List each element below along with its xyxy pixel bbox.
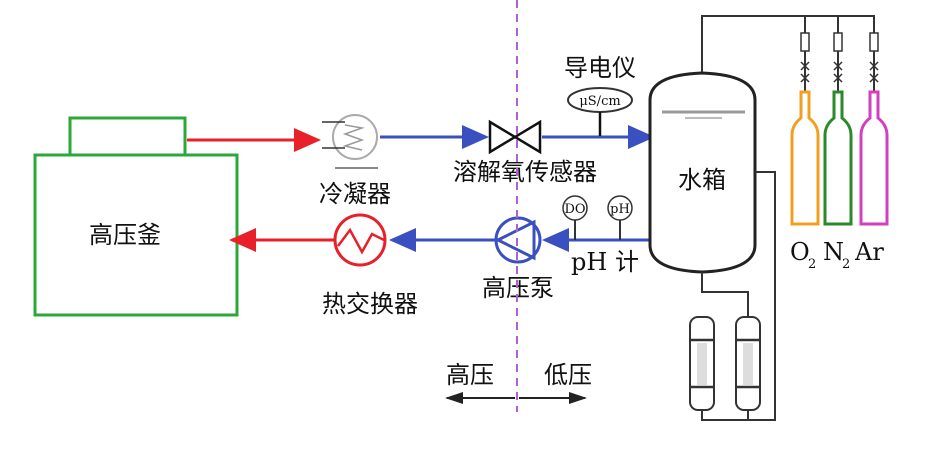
gas-cylinder-n2 xyxy=(823,16,853,226)
gas-label-n2-sub: 2 xyxy=(842,257,850,272)
gas-label-n2: N xyxy=(823,238,844,266)
condenser-label: 冷凝器 xyxy=(319,180,391,208)
heat-exchanger-label: 热交换器 xyxy=(322,290,418,318)
do-sensor-label: 溶解氧传感器 xyxy=(453,158,597,186)
valve-icon xyxy=(488,119,542,155)
gas-label-o2: O xyxy=(790,238,810,266)
regulator-icon xyxy=(833,32,843,52)
do-gauge: DO xyxy=(562,195,588,240)
gas-label-ar: Ar xyxy=(854,238,884,266)
condenser-icon xyxy=(322,114,378,169)
ion-exchange-column-2 xyxy=(735,316,761,411)
gas-label-o2-sub: 2 xyxy=(808,257,816,272)
conductivity-unit: μS/cm xyxy=(579,94,620,109)
water-tank: 水箱 xyxy=(648,71,757,274)
ph-meter-label: pH 计 xyxy=(571,248,639,276)
do-gauge-label: DO xyxy=(564,202,585,217)
high-pressure-label: 高压 xyxy=(446,361,494,389)
regulator-icon xyxy=(800,32,810,52)
ph-gauge-label: pH xyxy=(610,202,630,217)
gas-manifold xyxy=(701,15,875,72)
autoclave: 高压釜 xyxy=(33,116,239,317)
gas-cylinder-ar xyxy=(859,16,889,226)
ion-exchange-column-1 xyxy=(689,316,715,411)
filter-loop xyxy=(701,171,776,421)
low-pressure-label: 低压 xyxy=(544,361,592,389)
conductivity-label: 导电仪 xyxy=(564,54,636,82)
heat-exchanger-icon xyxy=(333,213,387,267)
water-tank-label: 水箱 xyxy=(678,166,726,194)
regulator-icon xyxy=(869,32,879,52)
gas-cylinder-o2 xyxy=(790,16,820,226)
conductivity-meter: μS/cm xyxy=(567,87,633,136)
autoclave-label: 高压釜 xyxy=(89,221,161,249)
ph-gauge: pH xyxy=(607,195,633,240)
